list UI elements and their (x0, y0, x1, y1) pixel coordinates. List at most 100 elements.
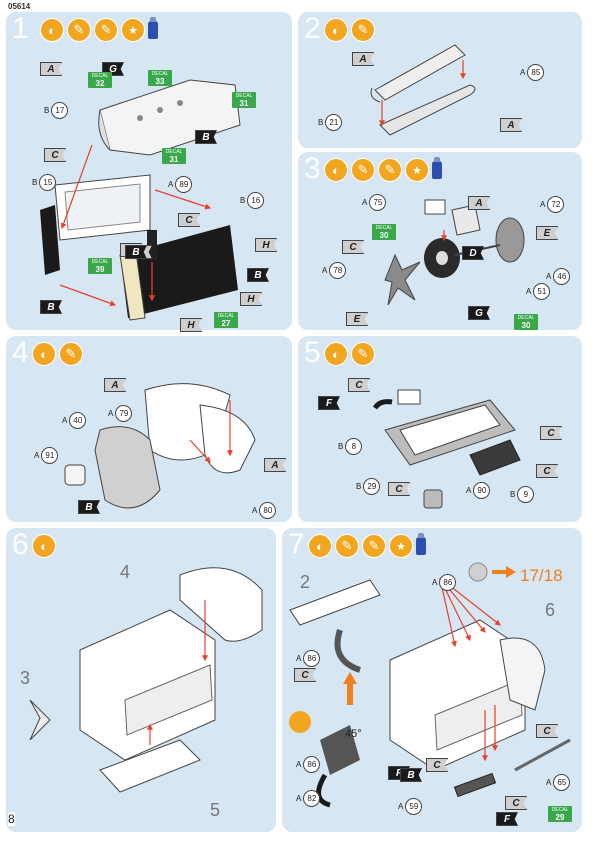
part-number: 85 (527, 64, 545, 81)
part-number: 46 (553, 268, 571, 285)
sprue-letter: B (510, 490, 516, 499)
part-number: 86 (303, 756, 321, 773)
paint-brush-icon: ✎ (59, 342, 83, 366)
part-callout-flag: B (40, 300, 62, 314)
step-6-icons: ◐ (32, 534, 56, 558)
decal-title: DECAL (165, 149, 183, 155)
step-5-icons: ◐ ✎ (324, 342, 375, 366)
paint-brush-icon: ✎ (351, 342, 375, 366)
part-number: 82 (303, 790, 321, 807)
paint-brush-icon: ✎ (67, 18, 91, 42)
part-number: 72 (547, 196, 565, 213)
sprue-letter: A (398, 802, 404, 811)
step-4-drawing (64, 383, 256, 509)
step-5-drawing (372, 389, 521, 509)
brush-icon: ✎ (94, 18, 118, 42)
decal-number: 27 (221, 319, 231, 328)
subassembly-number: 4 (120, 562, 131, 582)
step-7-icons: ◐ ✎ ✎ ★ (308, 533, 426, 558)
part-callout-flag: C (342, 240, 364, 254)
part-number: 21 (325, 114, 343, 131)
part-callout-flag: B (195, 130, 217, 144)
glue-icon: ◐ (324, 158, 348, 182)
part-number: 65 (553, 774, 571, 791)
decal-number: 39 (95, 265, 105, 274)
sprue-letter: A (108, 409, 114, 418)
sprue-letter: B (356, 482, 362, 491)
part-number: 80 (259, 502, 277, 519)
decal-title: DECAL (517, 315, 535, 321)
sprue-letter: B (44, 106, 50, 115)
part-callout-flag: H (240, 292, 262, 306)
part-callout-flag: B (78, 500, 100, 514)
part-number: 75 (369, 194, 387, 211)
decal-number: 31 (169, 155, 179, 164)
sprue-letter: A (252, 506, 258, 515)
part-callout-flag: B (125, 245, 147, 259)
subassembly-number: 6 (545, 600, 556, 620)
part-number: 17 (51, 102, 69, 119)
part-number: 29 (363, 478, 381, 495)
part-number: 89 (175, 176, 193, 193)
part-number: 86 (439, 574, 457, 591)
step-6-number: 6 (12, 528, 29, 561)
decal-number: 29 (555, 813, 565, 822)
sprue-letter: A (34, 451, 40, 460)
part-number: 9 (517, 486, 535, 503)
sprue-letter: A (546, 778, 552, 787)
step-3-drawing (384, 199, 525, 306)
sprue-letter: A (432, 578, 438, 587)
doc-code: 05614 (8, 2, 31, 11)
subassembly-number: 2 (300, 572, 311, 592)
decal-title: DECAL (551, 807, 569, 813)
part-callout-flag: H (180, 318, 202, 332)
step-4-icons: ◐ ✎ (32, 342, 83, 366)
part-number: 16 (247, 192, 265, 209)
step-4-number: 4 (12, 336, 29, 369)
sprue-letter: B (32, 178, 38, 187)
sprue-letter: A (466, 486, 472, 495)
decal-title: DECAL (91, 259, 109, 265)
glue-icon: ◐ (308, 534, 332, 558)
part-number: 79 (115, 405, 133, 422)
sprue-letter: A (168, 180, 174, 189)
paint-brush-icon: ✎ (351, 158, 375, 182)
decal-number: 30 (379, 231, 389, 240)
part-callout-flag: C (426, 758, 448, 772)
subassembly-number: 5 (210, 800, 221, 820)
part-number: 86 (303, 650, 321, 667)
paint-brush-icon: ✎ (335, 534, 359, 558)
decal-icon: ★ (405, 158, 429, 182)
step-2-drawing (370, 44, 476, 136)
subassembly-number: 3 (20, 668, 31, 688)
step-7-number: 7 (288, 528, 305, 561)
sprue-letter: A (520, 68, 526, 77)
reference-pages: 17/18 (520, 566, 563, 585)
sprue-letter: A (62, 416, 68, 425)
sprue-letter: A (296, 760, 302, 769)
step-6-drawing (29, 567, 263, 793)
